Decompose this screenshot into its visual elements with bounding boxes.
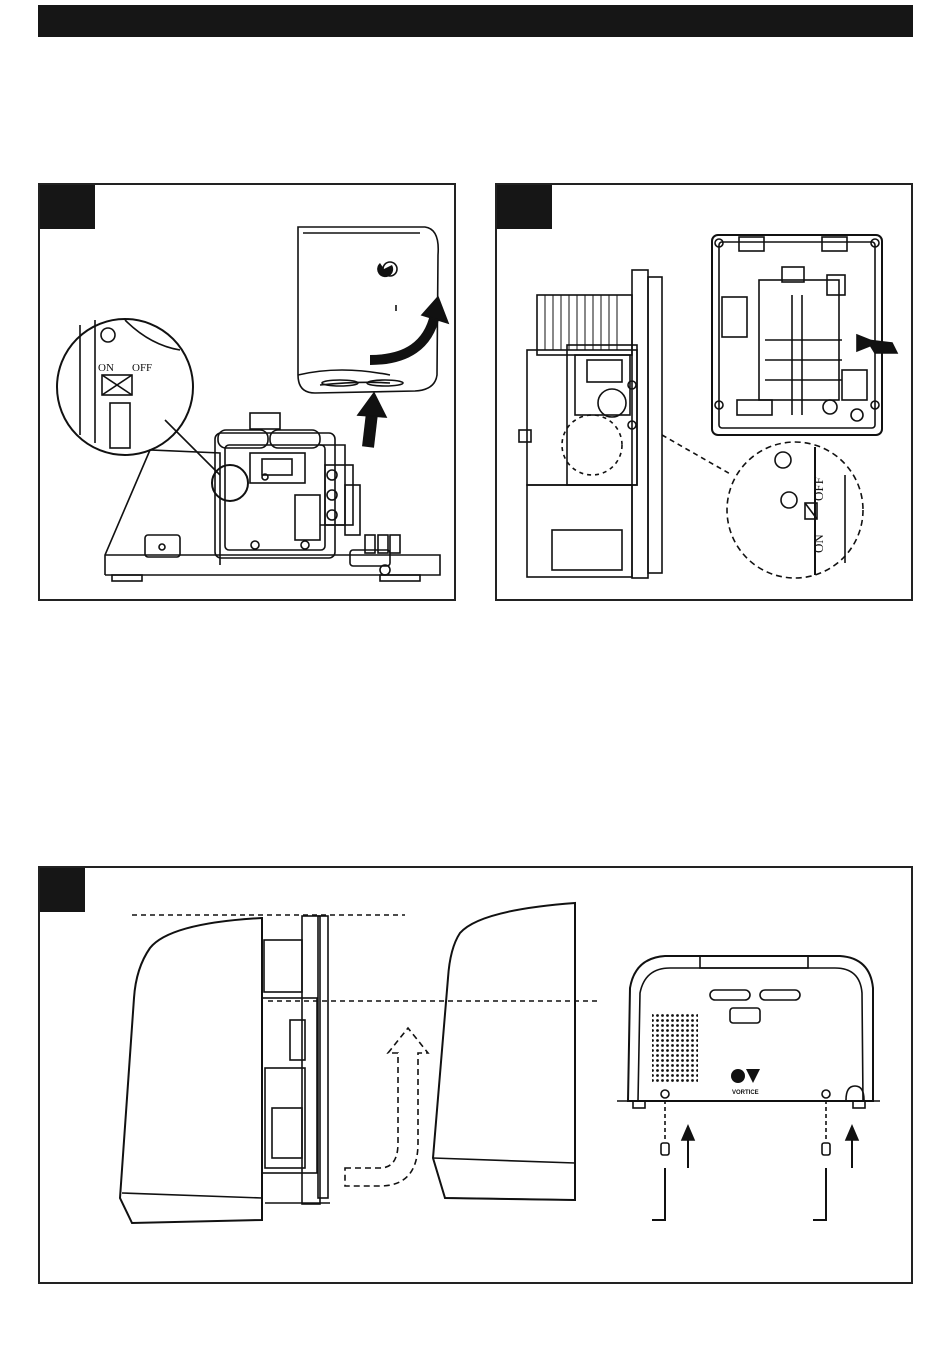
up-arrow-icon: [358, 393, 386, 417]
vortice-logo-icon-2: [731, 1069, 745, 1083]
panel-2: ON OFF: [495, 183, 913, 601]
dashed-arrow-icon: [345, 1028, 428, 1186]
zoom-label-off: OFF: [132, 362, 152, 374]
panel-2-drawing: ON OFF: [497, 185, 911, 599]
panel-1-drawing: ON OFF: [40, 185, 454, 599]
panel-3: VORTICE: [38, 866, 913, 1284]
zoom-label-off-2: OFF: [811, 477, 826, 501]
panel-3-drawing: VORTICE: [40, 868, 911, 1282]
zoom-label-on-2: ON: [811, 534, 826, 553]
up-arrow-icon-left: [682, 1126, 694, 1140]
panel-1: ON OFF: [38, 183, 456, 601]
header-bar: [38, 5, 913, 37]
screwdriver-icon-left: [652, 1168, 665, 1220]
curved-arrow-icon: [422, 297, 448, 323]
zoom-label-on: ON: [98, 362, 114, 374]
screwdriver-icon-right: [813, 1168, 826, 1220]
up-arrow-icon-right: [846, 1126, 858, 1140]
logo-text: VORTICE: [732, 1090, 759, 1096]
